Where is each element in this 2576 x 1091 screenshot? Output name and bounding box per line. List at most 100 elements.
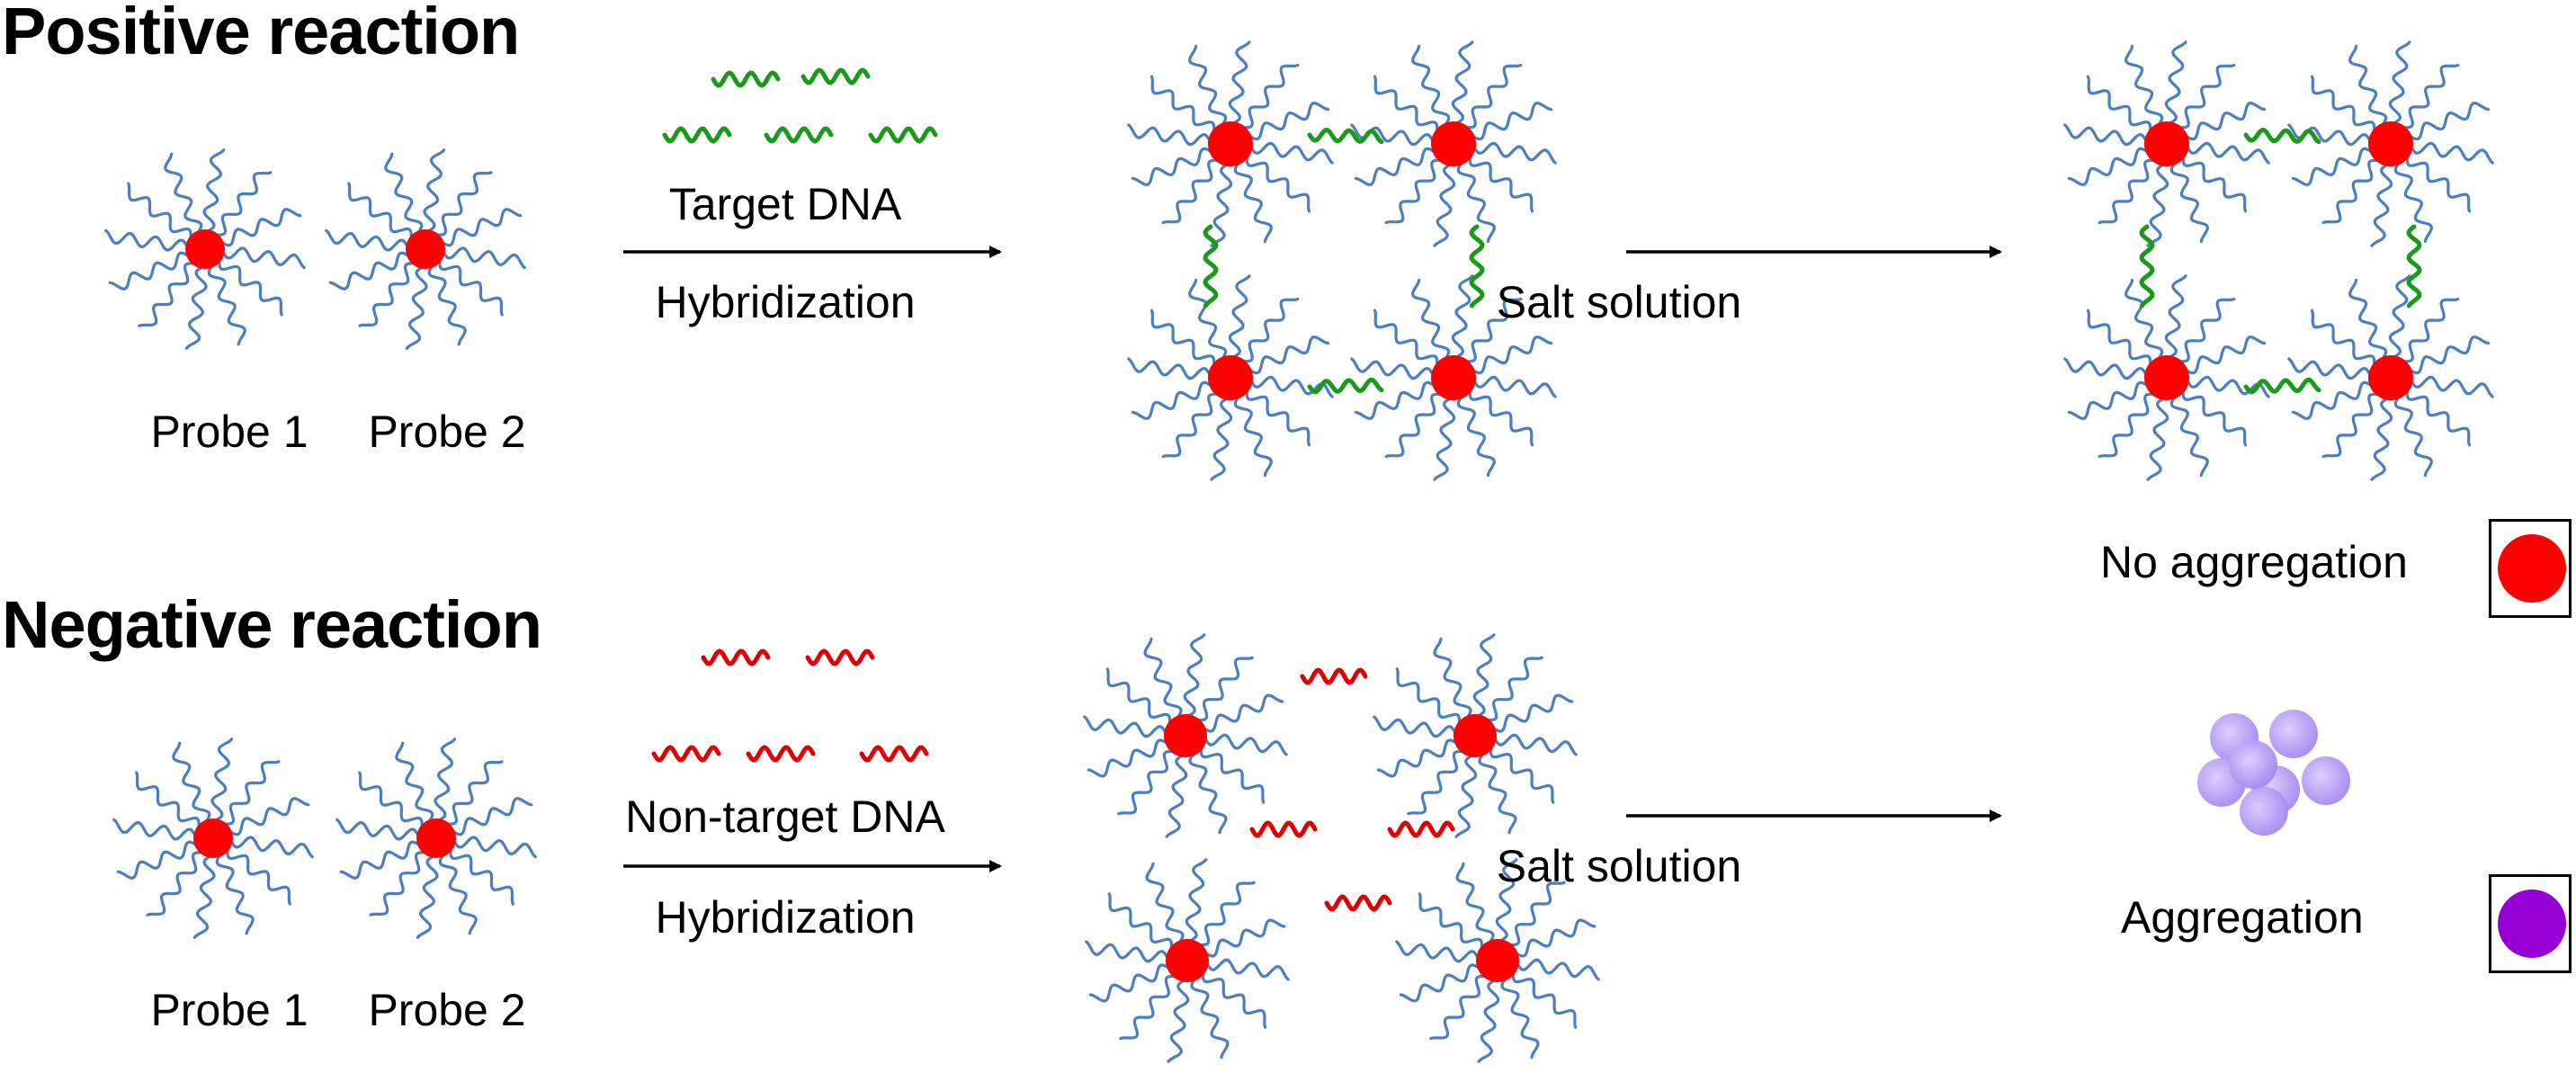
hybridized-network-probe-bottom-left-strand (1233, 395, 1274, 478)
stable-network-probe-bottom-right-strand (2310, 309, 2376, 367)
negative-probe-1-strand (222, 760, 281, 826)
hybridized-network-target-link-bottom (1307, 377, 1384, 395)
negative-probe-2-strand (369, 851, 427, 917)
target-dna-strand-2 (801, 67, 871, 85)
negative-hybridization-label: Hybridization (655, 892, 916, 943)
hybridized-network-probe-bottom-left-strand (1127, 357, 1212, 380)
dispersed-probe-bottom-left-gold-nanoparticle (1166, 939, 1209, 982)
hybridized-network-probe-bottom-right-strand (1410, 278, 1451, 361)
dispersed-probe-bottom-left-strand (1167, 979, 1190, 1063)
aggregated-particle-7 (2229, 740, 2277, 789)
stable-network-probe-top-right-strand (2408, 101, 2491, 141)
stable-network-probe-bottom-left-strand (2097, 392, 2156, 459)
hybridized-network-probe-top-right-strand (1373, 75, 1439, 133)
hybridized-network-probe-bottom-right-strand (1350, 357, 1435, 380)
stable-network-probe-bottom-right-strand (2393, 395, 2434, 478)
aggregated-particle-5 (2302, 756, 2350, 805)
target-dna-strand-4 (764, 126, 834, 144)
positive-probe-2-strand (442, 246, 526, 270)
dispersed-probe-bottom-right-strand (1399, 963, 1481, 1003)
hybridized-network-probe-top-left-strand (1245, 155, 1311, 213)
positive-salt-solution-label: Salt solution (1496, 277, 1742, 327)
hybridized-network-probe-bottom-right-strand (1472, 375, 1557, 398)
hybridized-network-probe-top-left-strand (1249, 141, 1334, 165)
non-target-dna-strand-3 (651, 745, 721, 763)
negative-probe-2-strand (438, 853, 478, 935)
stable-network-probe-bottom-right-strand (2321, 392, 2380, 459)
stable-network-probe-bottom-left-strand (2178, 297, 2236, 363)
hybridized-network-probe-top-right-strand (1468, 155, 1534, 213)
dispersed-probe-top-right-strand (1478, 752, 1517, 835)
positive-probe-1-strand (127, 182, 192, 240)
stable-network-probe-top-left-strand (2186, 141, 2270, 165)
dispersed-probe-bottom-right-strand (1429, 974, 1488, 1041)
stable-network-probe-bottom-right-strand (2408, 335, 2491, 375)
hybridized-network-probe-top-right-strand (1471, 101, 1553, 141)
stable-network-probe-bottom-right-strand (2388, 274, 2411, 359)
hybridized-network-probe-top-left-strand (1228, 40, 1251, 125)
no-aggregation-label: No aggregation (2100, 537, 2408, 587)
hybridized-network-probe-bottom-left-strand (1228, 274, 1251, 359)
positive-probe-1-strand (108, 251, 191, 291)
positive-probe-2-strand (423, 148, 446, 233)
dispersed-probe-top-left-strand (1183, 633, 1206, 718)
stable-network-probe-bottom-left-gold-nanoparticle (2144, 355, 2189, 400)
dispersed-probe-top-right-strand (1373, 715, 1457, 738)
dispersed-probe-top-right-strand (1407, 749, 1465, 816)
negative-probe-1-strand (228, 797, 310, 836)
unbound-dna-strand-3 (1387, 820, 1455, 838)
stable-network-probe-bottom-right-strand (2405, 389, 2472, 447)
unbound-dna-strand-4 (1324, 894, 1392, 912)
hybridized-network-probe-bottom-left-strand (1248, 335, 1330, 375)
dispersed-probe-bottom-left-strand (1203, 918, 1286, 958)
stable-network-probe-bottom-right-strand (2402, 297, 2460, 363)
target-dna-strand-3 (662, 126, 732, 144)
stable-network-probe-top-left-strand (2063, 123, 2148, 147)
stable-network-target-link-left (2139, 224, 2155, 309)
stable-network-probe-top-left-strand (2067, 147, 2150, 187)
dispersed-probe-top-right-gold-nanoparticle (1453, 714, 1497, 757)
hybridized-network-probe-bottom-right-strand (1464, 297, 1523, 363)
dispersed-probe-top-left-strand (1117, 749, 1176, 816)
stable-network-probe-top-right-strand (2370, 163, 2393, 247)
positive-probe-1-strand (218, 258, 283, 317)
dispersed-probe-top-left-strand (1105, 667, 1172, 726)
stable-network-target-link-top (2243, 128, 2321, 145)
stable-network-probe-top-right-strand (2410, 141, 2494, 165)
target-dna-label: Target DNA (668, 179, 902, 229)
positive-probe-2-strand (438, 258, 504, 317)
stable-network-probe-bottom-left-strand (2169, 395, 2210, 478)
positive-reaction-title: Positive reaction (2, 0, 520, 68)
negative-probe-2-strand (451, 797, 533, 836)
dispersed-probe-top-left-strand (1199, 746, 1266, 804)
no-aggregation-color-swatch (2489, 519, 2572, 618)
dispersed-probe-bottom-left-strand (1145, 862, 1185, 944)
dispersed-probe-top-right-strand (1493, 733, 1578, 756)
stable-network-probe-top-right-strand (2393, 161, 2434, 244)
negative-probe-2-strand (395, 741, 434, 824)
non-target-dna-label: Non-target DNA (625, 791, 945, 842)
dispersed-probe-bottom-left-strand (1205, 958, 1290, 981)
hybridized-network-target-link-left (1203, 224, 1219, 309)
hybridized-network-probe-bottom-right-strand (1456, 395, 1497, 478)
stable-network-probe-top-left-strand (2164, 40, 2187, 125)
non-target-dna-strand-1 (701, 648, 771, 666)
stable-network-probe-bottom-left-strand (2181, 389, 2248, 447)
positive-probe-2-strand (358, 262, 416, 327)
dispersed-probe-bottom-left-strand (1085, 940, 1169, 963)
stable-network-probe-bottom-left-strand (2184, 335, 2267, 375)
negative-probe-2-strand (335, 818, 420, 841)
dispersed-probe-bottom-left-strand (1201, 970, 1267, 1029)
stable-network-probe-top-right-strand (2321, 158, 2380, 225)
positive-probe-1-strand (184, 265, 208, 350)
stable-network-probe-bottom-right-strand (2291, 380, 2374, 421)
hybridized-network-probe-top-left-strand (1248, 101, 1330, 141)
negative-probe-1-strand (116, 840, 199, 880)
hybridized-network-probe-bottom-right-gold-nanoparticle (1431, 355, 1476, 400)
hybridized-network-probe-top-right-strand (1410, 44, 1451, 127)
hybridized-network-probe-bottom-left-strand (1131, 380, 1213, 421)
stable-network-probe-top-right-strand (2310, 75, 2376, 133)
hybridized-network-probe-bottom-right-strand (1468, 389, 1534, 447)
positive-probe-2-strand (325, 228, 409, 252)
dispersed-probe-bottom-left-strand (1088, 963, 1171, 1003)
